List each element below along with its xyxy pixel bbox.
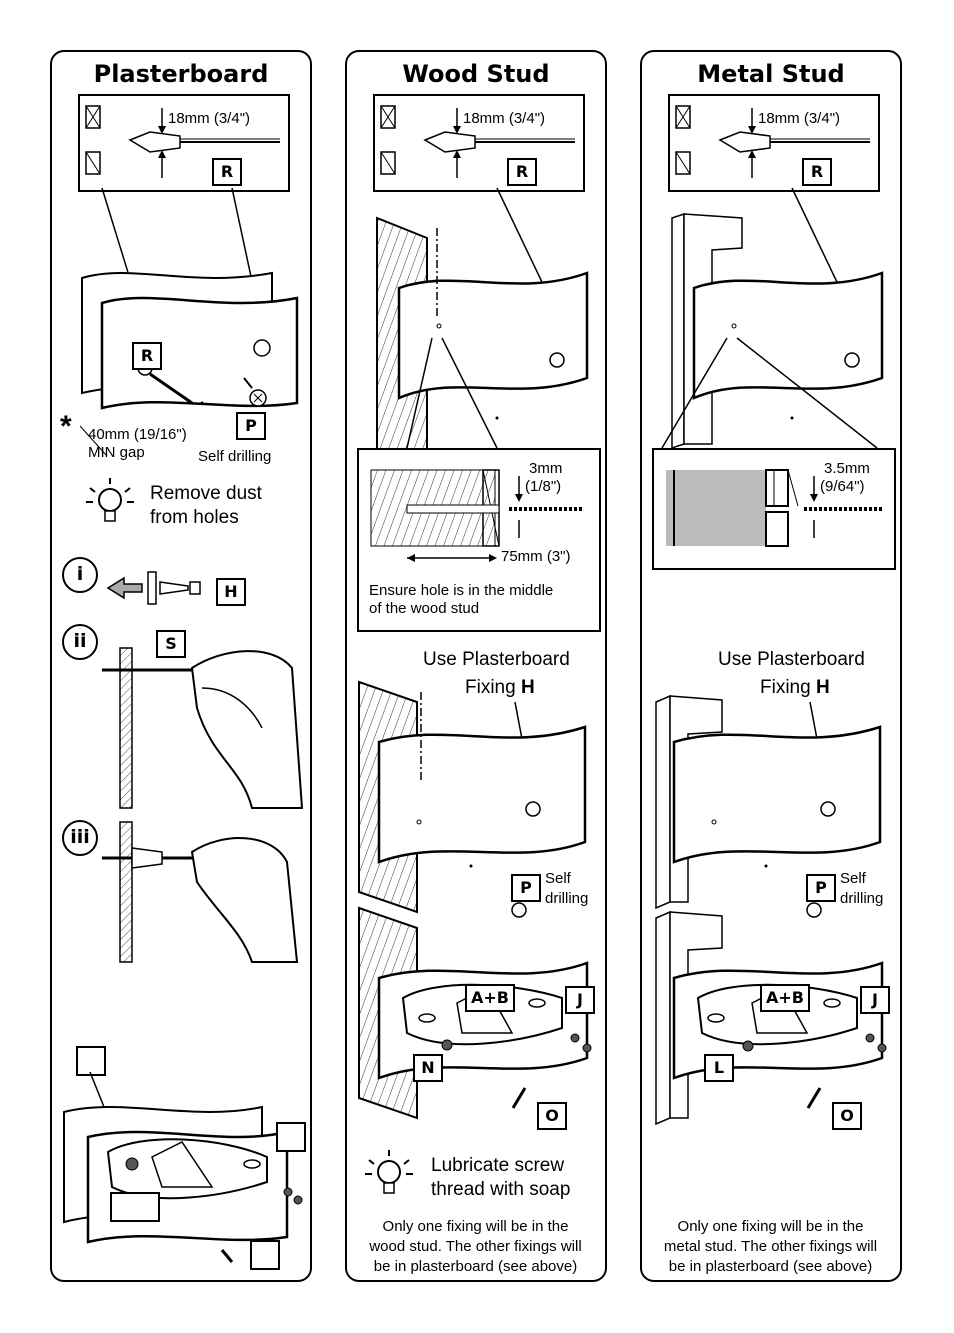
wood-drill-bit-inset: 18mm (3/4") R [373, 94, 585, 192]
metal-depth-inset: 3.5mm (9/64") [652, 448, 896, 570]
metal-bit-size: 18mm (3/4") [758, 110, 841, 127]
metal-stud-panel: Metal Stud 18mm (3/4") R [640, 50, 902, 1282]
metal-self-2: drilling [840, 890, 884, 907]
lightbulb-icon [86, 478, 134, 522]
wood-footer-2: wood stud. The other fixings will [369, 1238, 582, 1255]
metal-bracket-illustration [655, 910, 887, 1126]
tip-line-1: Remove dust [150, 483, 262, 504]
drill-bit-inset: 18mm (3/4") R [78, 94, 290, 192]
wood-note-1: Ensure hole is in the middle [369, 582, 554, 599]
metal-drill-size-1: 3.5mm [824, 460, 870, 477]
step-iii: iii [62, 820, 98, 856]
screw-icon [243, 377, 267, 407]
wood-bracket-illustration [358, 906, 592, 1120]
wood-self-1: Self [545, 870, 571, 887]
wood-pilot-drill-illustration [370, 469, 584, 562]
wood-badge-o: O [537, 1102, 567, 1130]
metal-badge-r: R [802, 158, 832, 186]
metal-stud-fixing-illustration [655, 694, 882, 918]
wood-note-2: of the wood stud [369, 600, 480, 617]
metal-footer-3: be in plasterboard (see above) [668, 1258, 873, 1275]
spade-bit-illustration [85, 105, 280, 178]
metal-self-1: Self [840, 870, 866, 887]
wood-badge-n: N [413, 1054, 443, 1082]
metal-badge-j: J [860, 986, 890, 1014]
badge-s: S [156, 630, 186, 658]
metal-drill-bit-inset: 18mm (3/4") R [668, 94, 880, 192]
wood-badge-ab: A+B [465, 984, 515, 1012]
wood-badge-p: P [511, 874, 541, 902]
metal-footer-1: Only one fixing will be in the [677, 1218, 864, 1235]
badge-r-board: R [132, 342, 162, 370]
badge-h: H [216, 578, 246, 606]
metal-badge-p: P [806, 874, 836, 902]
wood-drill-size-2: (1/8") [525, 478, 562, 495]
gap-label-2: MIN gap [88, 444, 145, 461]
metal-use-line-1: Use Plasterboard [718, 649, 865, 670]
step-i: i [62, 557, 98, 593]
hand-screw-illustration [102, 821, 299, 963]
metal-stud-title: Metal Stud [697, 60, 845, 88]
wood-use-line-1: Use Plasterboard [423, 649, 570, 670]
wood-stud-drilling-illustration [376, 187, 589, 490]
metal-badge-o: O [832, 1102, 862, 1130]
wood-stud-panel: Wood Stud 18mm (3/4") R [345, 50, 607, 1282]
metal-pilot-drill-illustration [666, 469, 882, 547]
wood-depth-inset: 3mm (1/8") 75mm (3") Ensure hole is in t… [357, 448, 601, 632]
metal-use-badge: H [815, 677, 830, 698]
wood-use-badge: H [520, 677, 535, 698]
hand-insert-illustration [102, 647, 304, 809]
metal-badge-ab: A+B [760, 984, 810, 1012]
wood-drill-size-1: 3mm [529, 460, 563, 477]
metal-stud-drilling-illustration [661, 187, 884, 450]
metal-footer-2: metal stud. The other fixings will [663, 1238, 878, 1255]
wood-stud-fixing-illustration [358, 680, 587, 918]
badge-p: P [236, 412, 266, 440]
metal-use-line-2: Fixing H [760, 677, 830, 698]
blank-badge-3 [110, 1192, 160, 1222]
wood-use-line-2: Fixing H [465, 677, 535, 698]
step-ii: ii [62, 624, 98, 660]
self-drilling-label: Self drilling [198, 448, 272, 465]
wood-tip-1: Lubricate screw [431, 1155, 565, 1176]
wood-self-2: drilling [545, 890, 589, 907]
wood-spade-bit-illustration [380, 105, 575, 178]
metal-badge-l: L [704, 1054, 734, 1082]
plasterboard-panel: Plasterboard 18mm (3/4") R R [50, 50, 312, 1282]
plasterboard-title: Plasterboard [93, 60, 269, 88]
wood-footer-1: Only one fixing will be in the [382, 1218, 569, 1235]
blank-badge-4 [250, 1240, 280, 1270]
gap-label-1: 40mm (19/16") [88, 426, 187, 443]
fixing-insert-illustration [106, 571, 201, 605]
wood-badge-j: J [565, 986, 595, 1014]
plasterboard-drilling-illustration [79, 187, 299, 457]
wood-footer-3: be in plasterboard (see above) [373, 1258, 578, 1275]
wood-stud-title: Wood Stud [402, 60, 550, 88]
wood-depth-label: 75mm (3") [501, 548, 571, 565]
bit-size-label: 18mm (3/4") [168, 110, 251, 127]
blank-badge-2 [276, 1122, 306, 1152]
badge-r: R [212, 158, 242, 186]
wood-bit-size: 18mm (3/4") [463, 110, 546, 127]
wood-tip-2: thread with soap [431, 1179, 571, 1200]
asterisk-icon: * [60, 410, 72, 443]
tip-line-2: from holes [150, 507, 239, 528]
wood-lightbulb-icon [365, 1150, 413, 1194]
metal-drill-size-2: (9/64") [820, 478, 865, 495]
metal-spade-bit-illustration [675, 105, 870, 178]
wood-badge-r: R [507, 158, 537, 186]
